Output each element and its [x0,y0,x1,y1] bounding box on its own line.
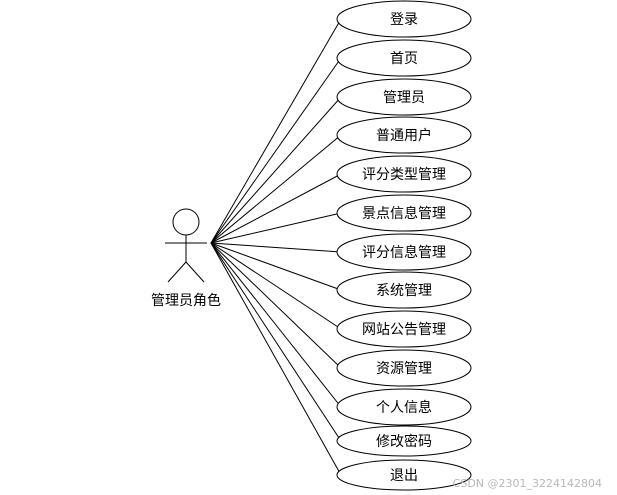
use-case-node: 登录 [336,0,472,38]
actor-right-leg [185,261,205,283]
use-case-ellipse [336,349,472,387]
use-case-ellipse [336,233,472,271]
association-line [210,212,342,244]
use-case-node: 普通用户 [336,116,472,154]
association-line [210,242,342,291]
use-case-ellipse [336,425,472,457]
association-line [210,242,342,476]
association-line [210,18,342,244]
use-cases: 登录首页管理员普通用户评分类型管理景点信息管理评分信息管理系统管理网站公告管理资… [336,0,472,491]
use-case-node: 修改密码 [336,425,472,457]
use-case-label: 资源管理 [376,361,432,377]
association-line [210,96,342,244]
association-line [210,242,342,369]
use-case-node: 退出 [336,459,472,491]
use-case-node: 资源管理 [336,349,472,387]
use-case-label: 管理员 [383,90,425,106]
association-line [210,242,342,330]
use-case-ellipse [336,0,472,38]
use-case-ellipse [336,39,472,77]
use-case-label: 系统管理 [376,283,432,299]
association-lines [210,18,342,476]
actor: 管理员角色 [151,208,221,309]
use-case-ellipse [336,78,472,116]
association-line [210,173,342,244]
association-line [210,134,342,244]
use-case-node: 景点信息管理 [336,194,472,232]
use-case-label: 退出 [390,468,418,484]
use-case-label: 景点信息管理 [362,205,446,222]
use-case-node: 首页 [336,39,472,77]
actor-head-icon [172,208,200,236]
use-case-ellipse [336,194,472,232]
association-line [210,242,342,253]
use-case-label: 个人信息 [376,399,432,416]
use-case-node: 评分信息管理 [336,233,472,271]
use-case-node: 个人信息 [336,388,472,426]
use-case-label: 首页 [390,51,418,67]
use-case-label: 修改密码 [376,433,432,450]
association-line [210,242,342,408]
use-case-label: 普通用户 [376,127,432,144]
actor-left-leg [167,261,187,283]
use-case-ellipse [336,459,472,491]
use-case-ellipse [336,388,472,426]
use-case-label: 网站公告管理 [362,322,446,338]
use-case-node: 系统管理 [336,271,472,309]
association-line [210,242,342,442]
use-case-ellipse [336,310,472,348]
use-case-label: 登录 [390,12,418,28]
use-case-ellipse [336,116,472,154]
use-case-label: 评分信息管理 [362,244,446,261]
use-case-node: 管理员 [336,78,472,116]
use-case-node: 评分类型管理 [336,155,472,193]
use-case-label: 评分类型管理 [362,167,446,183]
use-case-ellipse [336,271,472,309]
use-case-ellipse [336,155,472,193]
association-line [210,57,342,244]
watermark: CSDN @2301_3224142804 [452,477,602,490]
use-case-node: 网站公告管理 [336,310,472,348]
actor-label: 管理员角色 [151,292,221,309]
